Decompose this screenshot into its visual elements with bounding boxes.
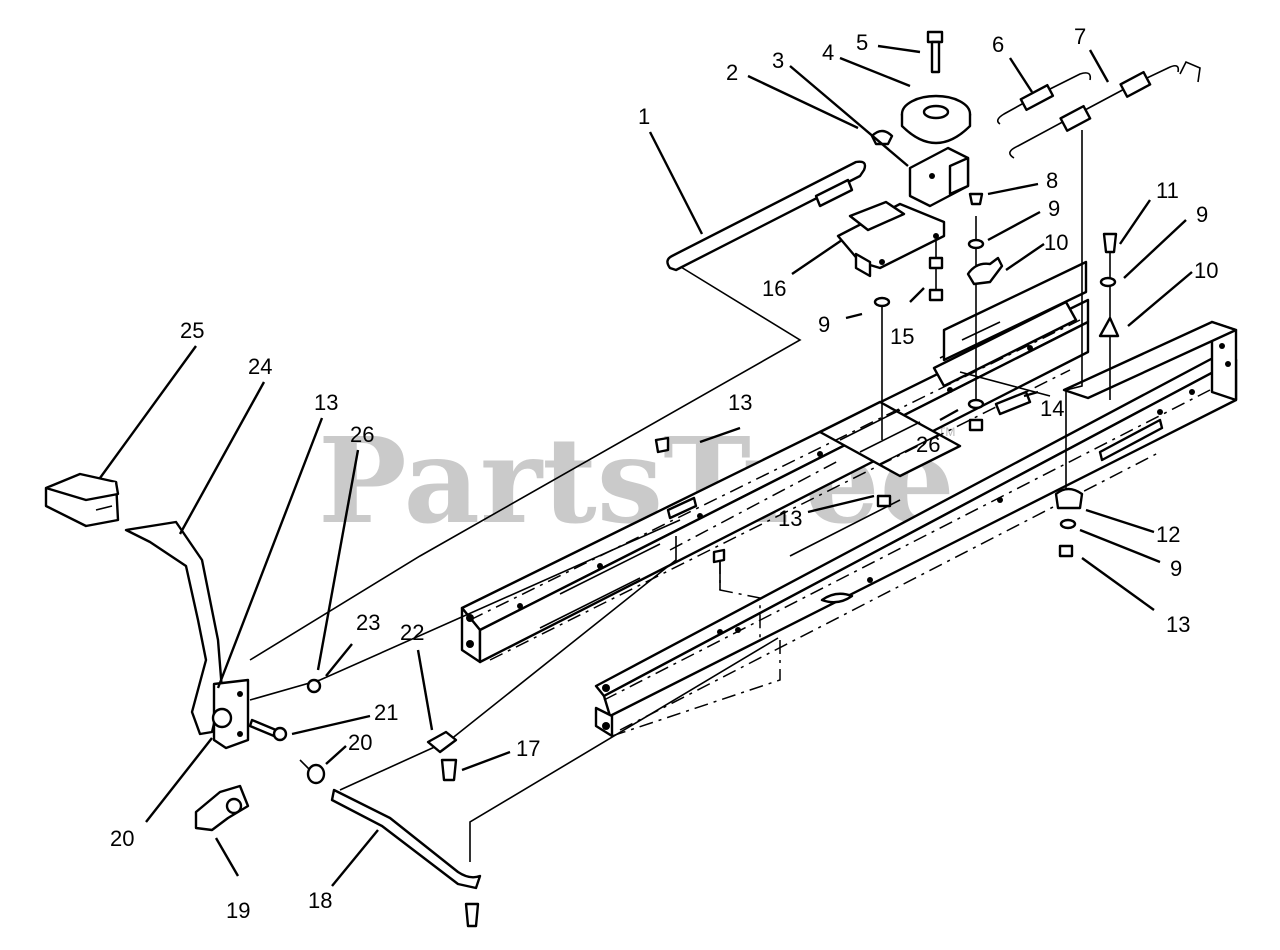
callout-13-d: 13 (314, 390, 338, 415)
part-3-idler-bracket (908, 146, 970, 208)
callout-9-c: 9 (818, 312, 830, 337)
callout-25: 25 (180, 318, 204, 343)
part-20-pivot-bracket (211, 678, 250, 750)
callout-13-b: 13 (778, 506, 802, 531)
part-1-idler-rod (666, 160, 867, 272)
callout-3: 3 (772, 48, 784, 73)
callout-18: 18 (308, 888, 332, 913)
callout-22: 22 (400, 620, 424, 645)
callout-5: 5 (856, 30, 868, 55)
callout-4: 4 (822, 40, 834, 65)
part-24-pedal-arm (124, 520, 224, 736)
callout-24: 24 (248, 354, 272, 379)
callout-10-a: 10 (1044, 230, 1068, 255)
part-17-bolt (440, 758, 458, 782)
callout-19: 19 (226, 898, 250, 923)
callout-15: 15 (890, 324, 914, 349)
part-18-brake-rod (330, 788, 482, 890)
callout-9-d: 9 (1170, 556, 1182, 581)
part-21-bolt (248, 718, 288, 742)
part-4-idler-pulley (900, 94, 972, 145)
callout-23: 23 (356, 610, 380, 635)
callout-7: 7 (1074, 24, 1086, 49)
callout-20-b: 20 (110, 826, 134, 851)
part-22-clip (426, 730, 458, 754)
callout-26-b: 26 (350, 422, 374, 447)
bottom-bolt (464, 902, 480, 928)
attachment-lines (249, 130, 1111, 862)
part-16-idler-arm-bracket (836, 200, 946, 278)
callout-16: 16 (762, 276, 786, 301)
leader-lines (99, 44, 1193, 887)
callout-26-a: 26 (916, 432, 940, 457)
callout-labels: 1 2 3 4 5 6 7 8 9 10 11 9 10 16 9 15 14 … (110, 24, 1218, 923)
callout-1: 1 (638, 104, 650, 129)
part-20-washer (306, 763, 326, 785)
callout-11: 11 (1156, 178, 1179, 203)
part-6-spring (996, 72, 1092, 125)
callout-8: 8 (1046, 168, 1058, 193)
callout-2: 2 (726, 60, 738, 85)
part-19-mount-bracket (194, 784, 250, 832)
callout-10-b: 10 (1194, 258, 1218, 283)
part-25-pedal-pad (44, 472, 120, 528)
callout-12: 12 (1156, 522, 1180, 547)
callout-6: 6 (992, 32, 1004, 57)
frame-crossmember (818, 260, 1088, 478)
callout-13-a: 13 (728, 390, 752, 415)
callout-21: 21 (374, 700, 398, 725)
callout-20-a: 20 (348, 730, 372, 755)
callout-14: 14 (1040, 396, 1064, 421)
callout-9-b: 9 (1196, 202, 1208, 227)
callout-9-a: 9 (1048, 196, 1060, 221)
callout-13-c: 13 (1166, 612, 1190, 637)
part-23-nut (306, 678, 322, 694)
callout-17: 17 (516, 736, 540, 761)
hardware-stack (654, 192, 1120, 564)
part-5-shoulder-bolt (926, 30, 944, 74)
part-7-spring (1009, 60, 1201, 159)
